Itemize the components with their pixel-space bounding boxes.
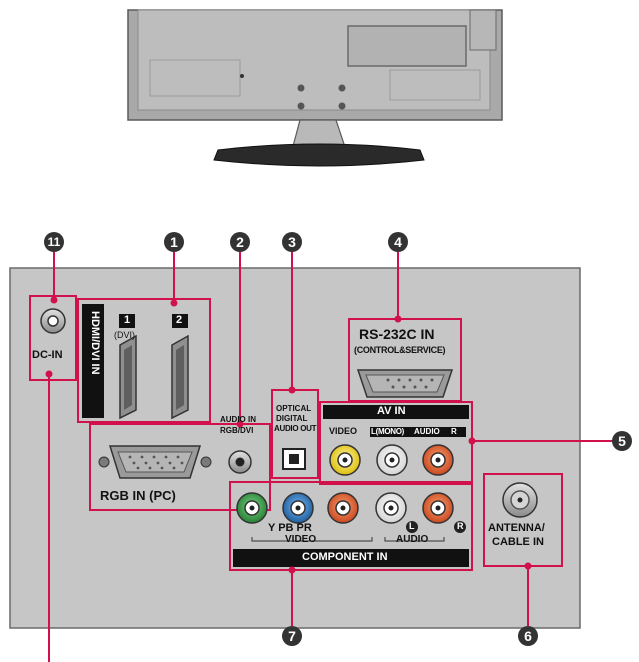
audio-in-label-line2: RGB/DVI	[220, 426, 254, 435]
optical-label-line2: DIGITAL	[276, 414, 308, 423]
rs232c-title: RS-232C IN	[359, 326, 435, 342]
vent-grille	[149, 59, 481, 101]
component-l-label: L	[409, 521, 415, 531]
component-in-label: COMPONENT IN	[302, 551, 388, 563]
callout-leaders	[48, 252, 618, 662]
av-in-group	[319, 401, 473, 485]
component-ypbpr-label: Y PB PR	[268, 522, 312, 534]
av-mono-label: L(MONO)	[371, 427, 405, 436]
rs232c-group	[348, 318, 462, 402]
callout-11: 11	[44, 232, 64, 252]
component-video-label: VIDEO	[285, 534, 317, 545]
callout-5: 5	[612, 431, 632, 451]
callout-dots	[45, 296, 532, 574]
rgb-group	[89, 423, 271, 511]
hdmi-dvi-note: (DVI)	[114, 330, 135, 340]
antenna-label-line2: CABLE IN	[492, 536, 544, 548]
rs232c-subtitle: (CONTROL&SERVICE)	[354, 345, 446, 355]
callout-7: 7	[282, 626, 302, 646]
av-r-label: R	[451, 427, 457, 436]
callout-6: 6	[518, 626, 538, 646]
hdmi-port-1-label: 1	[124, 314, 131, 326]
tv-back-illustration	[127, 9, 503, 167]
optical-label-line3: AUDIO OUT	[274, 424, 317, 433]
optical-label-line1: OPTICAL	[276, 404, 312, 413]
optical-group	[271, 389, 319, 479]
hdmi-port-2-label: 2	[176, 314, 183, 326]
audio-in-label-line1: AUDIO IN	[220, 415, 256, 424]
antenna-label-line1: ANTENNA/	[488, 522, 545, 534]
hdmi-group	[77, 298, 211, 423]
callout-3: 3	[282, 232, 302, 252]
av-audio-label: AUDIO	[414, 427, 440, 436]
callout-1: 1	[164, 232, 184, 252]
av-in-title: AV IN	[377, 405, 406, 417]
component-r-label: R	[457, 521, 464, 531]
component-in-group	[229, 481, 473, 571]
callout-2: 2	[230, 232, 250, 252]
callout-4: 4	[388, 232, 408, 252]
antenna-group	[483, 473, 563, 567]
rgb-in-label: RGB IN (PC)	[100, 488, 176, 503]
av-video-label: VIDEO	[329, 426, 358, 436]
dc-in-label: DC-IN	[32, 349, 63, 361]
hdmi-vertical-label: HDMI/DVI IN	[89, 311, 101, 375]
component-audio-label: AUDIO	[396, 534, 429, 545]
